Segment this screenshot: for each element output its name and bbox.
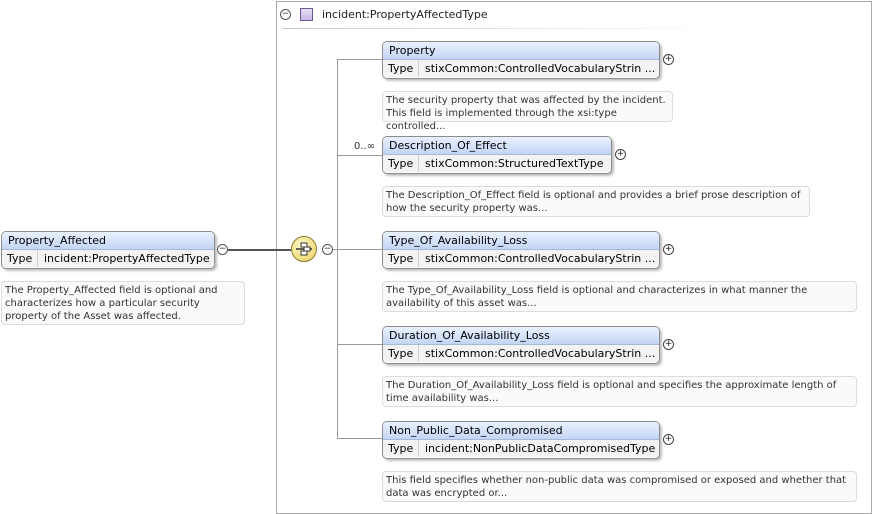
expand-property-icon[interactable]: + — [663, 54, 674, 65]
child-name: Description_Of_Effect — [383, 137, 611, 155]
child-type-label: Type — [383, 345, 419, 362]
root-doc: The Property_Affected field is optional … — [1, 281, 245, 325]
bracket-bottom-curve — [337, 438, 383, 439]
child-name: Duration_Of_Availability_Loss — [383, 327, 659, 345]
collapse-root-icon[interactable]: − — [217, 244, 228, 255]
child-type-value: stixCommon:ControlledVocabularyStrin ... — [425, 347, 656, 360]
child-element-description-of-effect[interactable]: Description_Of_Effect Type stixCommon:St… — [382, 136, 612, 174]
child-type-value: stixCommon:ControlledVocabularyStrin ... — [425, 62, 656, 75]
root-element-name: Property_Affected — [2, 232, 214, 250]
child-doc: The Duration_Of_Availability_Loss field … — [382, 376, 857, 407]
root-connector — [228, 249, 292, 251]
root-type-row: Type incident:PropertyAffectedType — [2, 250, 214, 267]
root-element-box[interactable]: Property_Affected Type incident:Property… — [1, 231, 215, 269]
child-type-label: Type — [383, 250, 419, 267]
child-element-property[interactable]: Property Type stixCommon:ControlledVocab… — [382, 41, 660, 79]
child-doc: The Type_Of_Availability_Loss field is o… — [382, 281, 857, 312]
child-type-value: incident:NonPublicDataCompromisedType — [425, 442, 656, 455]
child-type-row: Type stixCommon:StructuredTextType — [383, 155, 611, 172]
child-name: Property — [383, 42, 659, 60]
child-type-label: Type — [383, 440, 419, 457]
cardinality-label: 0..∞ — [354, 141, 376, 152]
child-element-non-public-data-compromised[interactable]: Non_Public_Data_Compromised Type inciden… — [382, 421, 660, 459]
expand-non-public-data-compromised-icon[interactable]: + — [663, 434, 674, 445]
child-type-row: Type stixCommon:ControlledVocabularyStri… — [383, 250, 659, 267]
type-title: incident:PropertyAffectedType — [322, 8, 488, 21]
child-type-label: Type — [383, 60, 419, 77]
root-type-label: Type — [2, 250, 38, 267]
collapse-sequence-icon[interactable]: − — [322, 244, 333, 255]
child-type-row: Type incident:NonPublicDataCompromisedTy… — [383, 440, 659, 457]
child-type-label: Type — [383, 155, 419, 172]
expand-type-of-availability-loss-icon[interactable]: + — [663, 244, 674, 255]
expand-duration-of-availability-loss-icon[interactable]: + — [663, 339, 674, 350]
child-name: Type_Of_Availability_Loss — [383, 232, 659, 250]
child-element-type-of-availability-loss[interactable]: Type_Of_Availability_Loss Type stixCommo… — [382, 231, 660, 269]
sequence-compositor-icon[interactable] — [291, 236, 317, 262]
complex-type-icon — [300, 8, 313, 21]
bracket-top-curve — [337, 59, 383, 60]
branch-line-4 — [337, 344, 383, 345]
sequence-connector — [333, 249, 338, 250]
expand-description-icon[interactable]: + — [615, 149, 626, 160]
branch-line-3 — [337, 249, 383, 250]
header-divider — [282, 28, 722, 29]
child-type-value: stixCommon:ControlledVocabularyStrin ... — [425, 252, 656, 265]
child-type-value: stixCommon:StructuredTextType — [425, 157, 604, 170]
collapse-type-icon[interactable]: − — [280, 9, 291, 20]
branch-line-2 — [337, 155, 383, 156]
child-element-duration-of-availability-loss[interactable]: Duration_Of_Availability_Loss Type stixC… — [382, 326, 660, 364]
child-name: Non_Public_Data_Compromised — [383, 422, 659, 440]
child-doc: This field specifies whether non-public … — [382, 471, 857, 502]
child-type-row: Type stixCommon:ControlledVocabularyStri… — [383, 345, 659, 362]
child-doc: The security property that was affected … — [382, 91, 673, 132]
child-type-row: Type stixCommon:ControlledVocabularyStri… — [383, 60, 659, 77]
child-doc: The Description_Of_Effect field is optio… — [382, 186, 810, 217]
root-type-value: incident:PropertyAffectedType — [44, 252, 210, 265]
